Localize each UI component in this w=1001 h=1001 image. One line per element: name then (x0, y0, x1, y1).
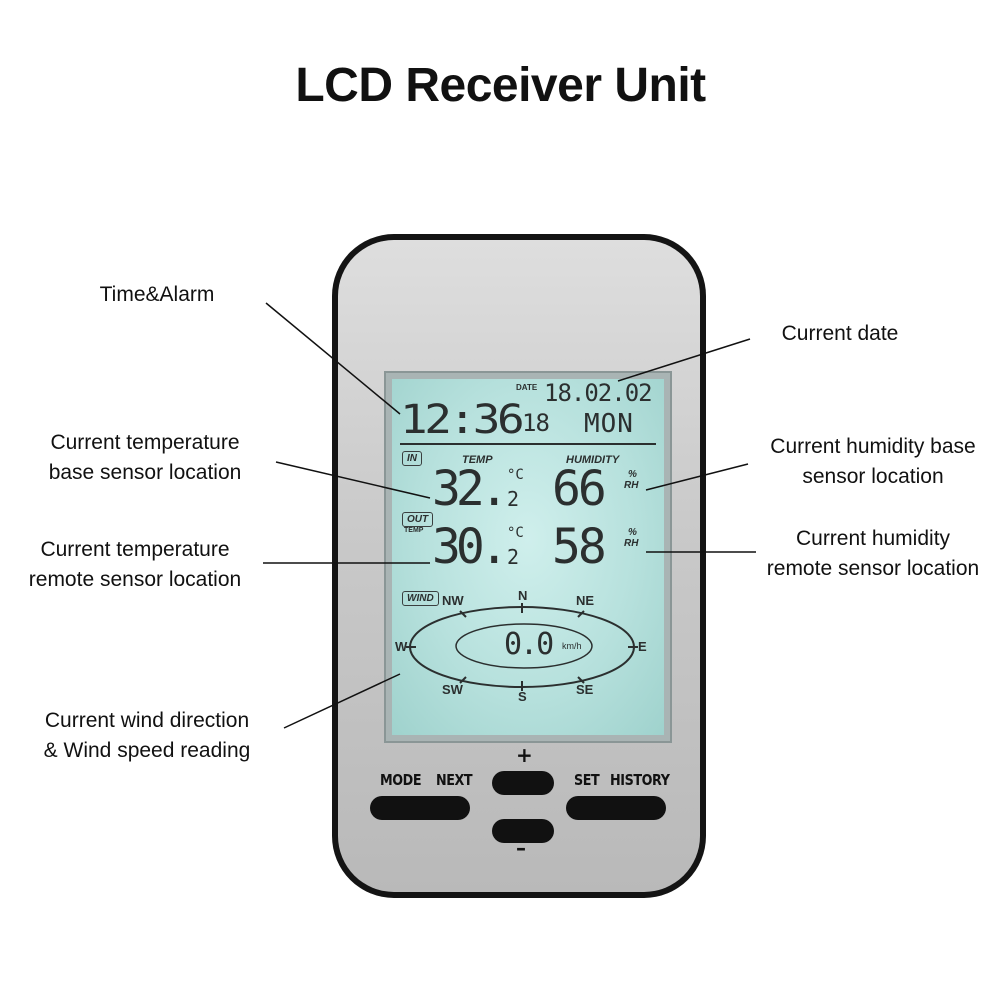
time-display: 12:36 (400, 397, 525, 443)
annotation-humidity-remote-line1: Current humidity (795, 527, 951, 550)
annotation-temp-base: Current temperature base sensor location (20, 428, 270, 488)
device-face: DATE 18.02.02 12:36 18 MON IN TEMP HUMID… (338, 240, 700, 892)
compass-w: W (395, 639, 408, 654)
temp-in-decimal: 2 (507, 487, 520, 511)
annotation-humidity-base-line2: sensor location (802, 465, 944, 488)
mode-next-button[interactable] (370, 796, 470, 820)
plus-label: + (516, 743, 533, 767)
humidity-label: HUMIDITY (566, 454, 620, 466)
in-label: IN (402, 451, 422, 466)
annotation-temp-base-line1: Current temperature (50, 431, 240, 454)
humidity-out-percent: % (628, 527, 637, 538)
lcd-screen: DATE 18.02.02 12:36 18 MON IN TEMP HUMID… (392, 379, 664, 735)
wind-compass-rose (406, 603, 638, 691)
compass-nw: NW (442, 593, 464, 608)
plus-button[interactable] (492, 771, 554, 795)
out-label: OUT (402, 512, 434, 527)
minus-button[interactable] (492, 819, 554, 843)
date-label: DATE (516, 383, 538, 392)
mode-label: MODE (380, 771, 422, 789)
compass-s: S (518, 689, 527, 704)
compass-ne: NE (576, 593, 595, 608)
humidity-out-value: 58 (552, 519, 607, 575)
annotation-temp-remote-line2: remote sensor location (28, 568, 242, 591)
set-history-button[interactable] (566, 796, 666, 820)
receiver-device: DATE 18.02.02 12:36 18 MON IN TEMP HUMID… (332, 234, 706, 898)
annotation-temp-base-line2: base sensor location (48, 461, 242, 484)
humidity-in-percent: % (628, 469, 637, 480)
annotation-humidity-base: Current humidity base sensor location (748, 432, 998, 492)
annotation-wind-line1: Current wind direction (44, 709, 250, 732)
temp-label: TEMP (462, 454, 493, 466)
out-temp-sub: TEMP (404, 527, 424, 534)
humidity-out-rh: RH (624, 538, 639, 549)
annotation-humidity-base-line1: Current humidity base (770, 435, 976, 458)
annotation-current-date: Current date (781, 322, 899, 345)
compass-se: SE (576, 682, 594, 697)
humidity-in-value: 66 (552, 461, 607, 517)
temp-out-unit: °C (507, 525, 524, 541)
annotation-humidity-remote: Current humidity remote sensor location (748, 524, 998, 584)
set-label: SET (574, 771, 600, 789)
wind-speed-value: 0.0 (504, 627, 554, 662)
annotation-temp-remote-line1: Current temperature (40, 538, 230, 561)
temp-in-value: 32. (432, 461, 509, 517)
lcd-divider (400, 443, 656, 445)
annotation-wind: Current wind direction & Wind speed read… (22, 706, 272, 766)
date-display: 18.02.02 (544, 379, 653, 407)
temp-out-decimal: 2 (507, 545, 520, 569)
wind-speed-unit: km/h (562, 641, 582, 651)
compass-sw: SW (442, 682, 463, 697)
history-label: HISTORY (610, 771, 670, 789)
annotation-wind-line2: & Wind speed reading (43, 739, 251, 762)
compass-n: N (518, 588, 528, 603)
weekday-display: MON (584, 409, 634, 439)
seconds-display: 18 (522, 409, 550, 437)
annotation-humidity-remote-line2: remote sensor location (766, 557, 980, 580)
annotation-time-alarm: Time&Alarm (99, 283, 215, 306)
wind-label: WIND (402, 591, 439, 606)
temp-in-unit: °C (507, 467, 524, 483)
next-label: NEXT (436, 771, 473, 789)
annotation-temp-remote: Current temperature remote sensor locati… (10, 535, 260, 595)
lcd-bezel: DATE 18.02.02 12:36 18 MON IN TEMP HUMID… (384, 371, 672, 743)
page-title: LCD Receiver Unit (295, 59, 706, 112)
minus-label: – (516, 836, 526, 860)
compass-e: E (638, 639, 647, 654)
humidity-in-rh: RH (624, 480, 639, 491)
temp-out-value: 30. (432, 519, 509, 575)
